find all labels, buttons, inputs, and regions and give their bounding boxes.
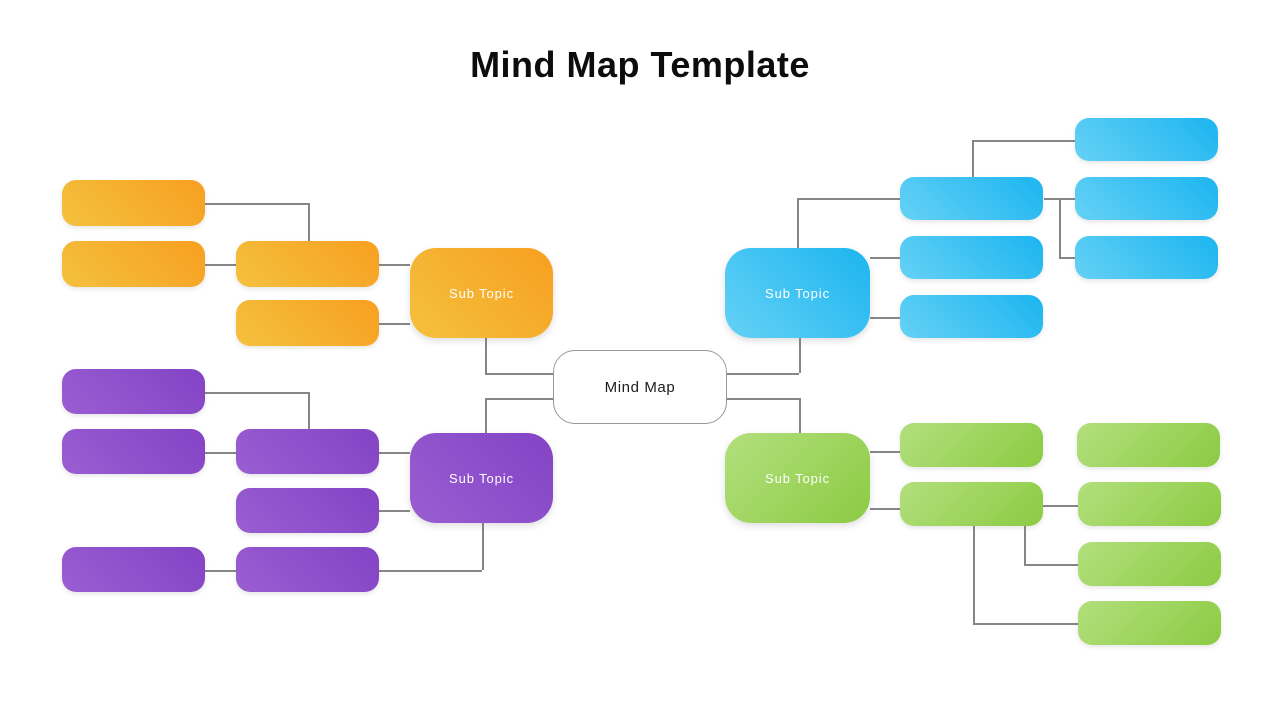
connector-line [379,510,410,512]
connector-line [972,140,974,177]
connector-line [485,398,487,433]
subtopic-green[interactable]: Sub Topic [725,433,870,523]
connector-line [870,317,900,319]
connector-line [973,623,1078,625]
connector-line [973,526,975,623]
connector-line [1043,505,1078,507]
subtopic-label: Sub Topic [765,470,830,486]
connector-line [485,373,553,375]
child-orange-4[interactable] [236,300,379,346]
child-blue-5[interactable] [1075,236,1218,279]
connector-line [379,323,410,325]
child-blue-1[interactable] [1075,118,1218,161]
child-orange-3[interactable] [236,241,379,287]
child-blue-6[interactable] [900,295,1043,338]
connector-line [1059,257,1075,259]
connector-line [485,398,553,400]
child-blue-2[interactable] [900,177,1043,220]
connector-line [205,392,308,394]
child-purple-4[interactable] [236,488,379,533]
connector-line [870,451,900,453]
child-orange-1[interactable] [62,180,205,226]
child-green-5[interactable] [1078,542,1221,586]
connector-line [870,508,900,510]
connector-line [482,523,484,570]
child-purple-2[interactable] [62,429,205,474]
page-title: Mind Map Template [470,44,810,85]
child-purple-1[interactable] [62,369,205,414]
child-purple-3[interactable] [236,429,379,474]
center-node-label: Mind Map [604,378,676,396]
connector-line [379,570,482,572]
subtopic-label: Sub Topic [765,285,830,301]
connector-line [799,338,801,373]
connector-line [379,452,410,454]
connector-line [205,452,236,454]
child-purple-5[interactable] [62,547,205,592]
connector-line [972,140,1075,142]
child-green-1[interactable] [900,423,1043,467]
subtopic-orange[interactable]: Sub Topic [410,248,553,338]
connector-line [1024,526,1026,564]
center-node[interactable]: Mind Map [553,350,727,424]
connector-line [1059,198,1061,257]
child-green-3[interactable] [900,482,1043,526]
child-green-2[interactable] [1077,423,1220,467]
connector-line [205,203,308,205]
subtopic-label: Sub Topic [449,285,514,301]
connector-line [205,264,236,266]
connector-line [727,398,799,400]
subtopic-blue[interactable]: Sub Topic [725,248,870,338]
subtopic-label: Sub Topic [449,470,514,486]
connector-line [308,203,310,241]
connector-line [797,198,900,200]
child-blue-4[interactable] [900,236,1043,279]
child-orange-2[interactable] [62,241,205,287]
connector-line [1024,564,1078,566]
child-blue-3[interactable] [1075,177,1218,220]
child-green-4[interactable] [1078,482,1221,526]
connector-line [379,264,410,266]
subtopic-purple[interactable]: Sub Topic [410,433,553,523]
child-green-6[interactable] [1078,601,1221,645]
connector-line [799,398,801,433]
connector-line [205,570,236,572]
connector-line [870,257,900,259]
connector-line [727,373,799,375]
connector-line [485,338,487,373]
child-purple-6[interactable] [236,547,379,592]
connector-line [308,392,310,429]
connector-line [797,198,799,248]
